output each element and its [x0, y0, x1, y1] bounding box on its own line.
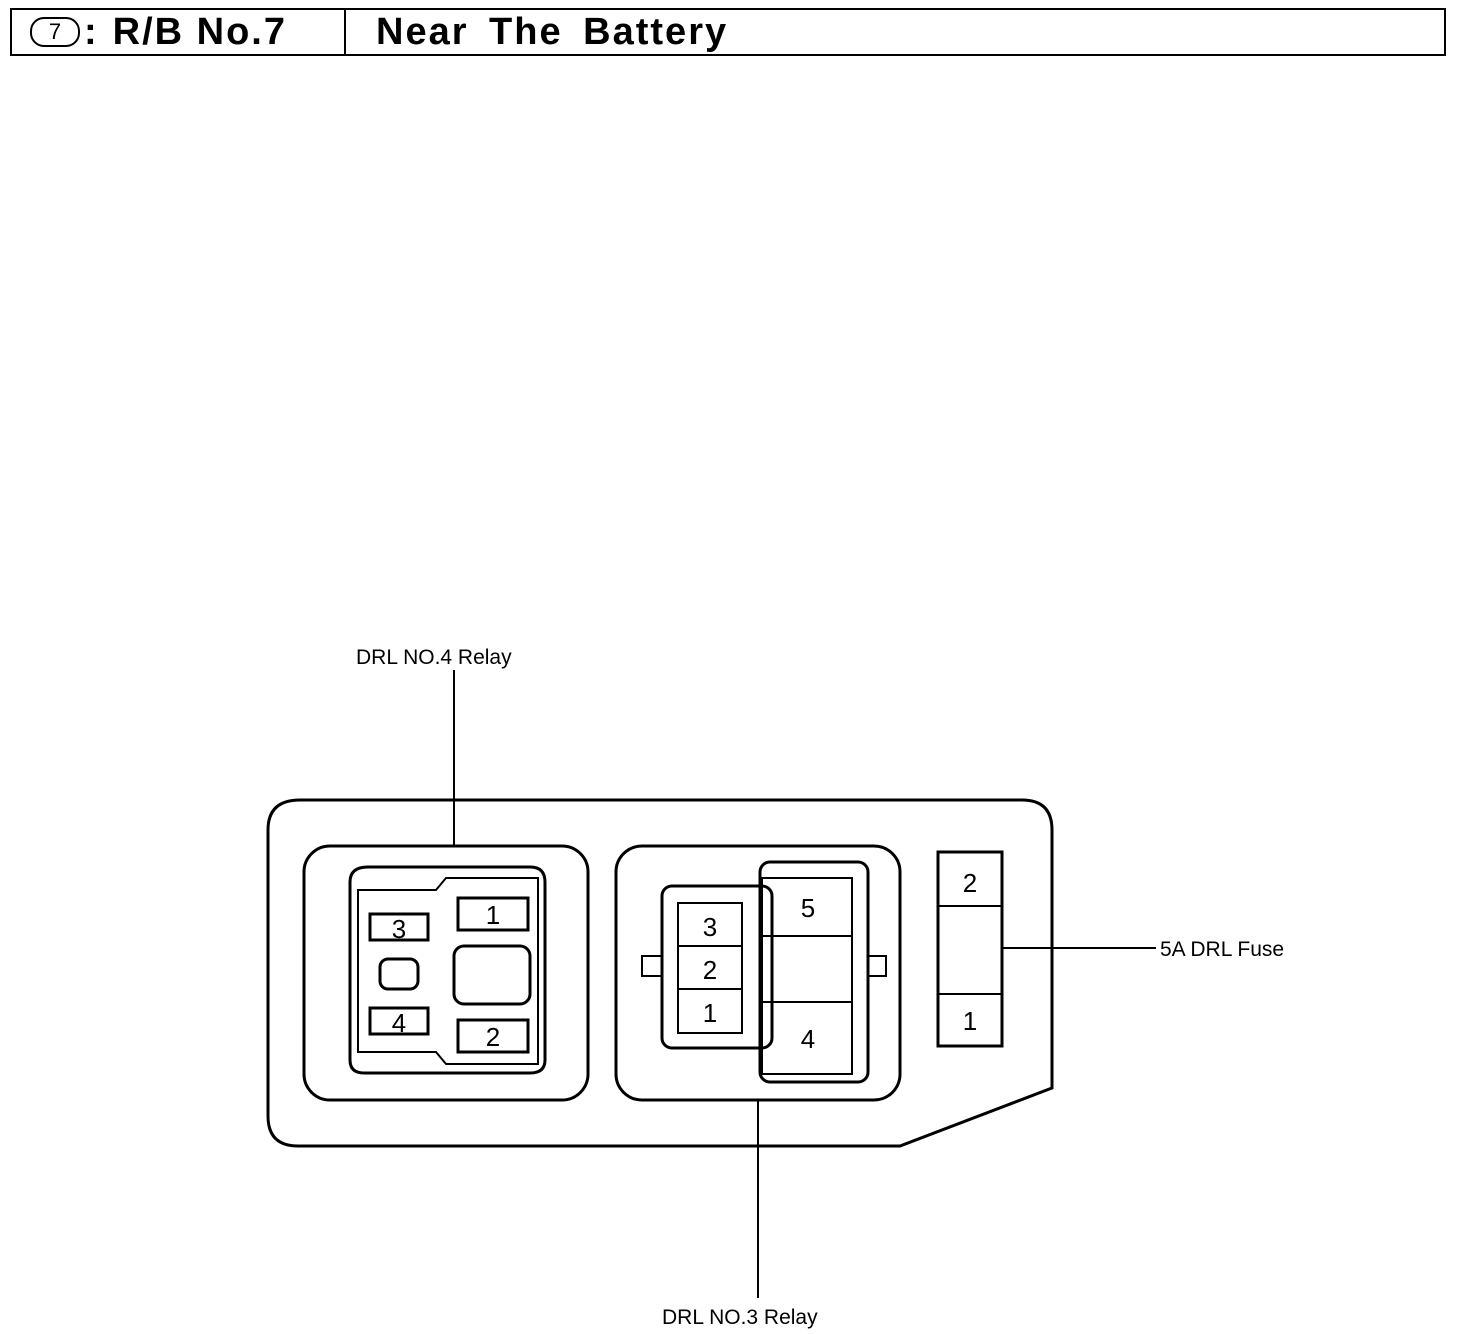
relay-box-id: 7 : R/B No.7 [12, 10, 346, 54]
relay4-terminal-1-slot [456, 896, 530, 932]
relay-block-housing [266, 798, 1054, 1148]
relay4-center-slot [452, 944, 532, 1006]
circled-number-badge: 7 [30, 17, 80, 47]
relay3-right-tab [867, 955, 887, 977]
header-separator: : [84, 10, 99, 53]
relay3-terminal-3-label: 3 [703, 912, 717, 942]
relay3-terminal-5-label: 5 [801, 893, 815, 923]
relay3-right-inner [761, 877, 853, 1075]
page-header: 7 : R/B No.7 Near The Battery [10, 8, 1446, 56]
relay3-left-inner [677, 902, 743, 1034]
relay4-compartment [302, 844, 590, 1102]
relay3-compartment [614, 844, 902, 1102]
relay4-socket-inner [357, 877, 539, 1065]
relay4-terminal-2-label: 2 [486, 1022, 500, 1052]
relay4-terminal-1-label: 1 [486, 900, 500, 930]
relay3-terminal-1-label: 1 [703, 998, 717, 1028]
relay4-terminal-3-slot [368, 912, 430, 942]
relay4-terminal-3-label: 3 [392, 914, 406, 944]
drl-no3-relay-label: DRL NO.3 Relay [662, 1306, 818, 1329]
relay3-terminal-4-label: 4 [801, 1024, 815, 1054]
fuse-terminal-2-label: 2 [963, 868, 977, 898]
relay3-terminal-2-label: 2 [703, 955, 717, 985]
relay-box-location: Near The Battery [376, 10, 729, 53]
drl-fuse-label: 5A DRL Fuse [1160, 938, 1284, 961]
relay4-terminal-4-label: 4 [392, 1008, 406, 1038]
relay4-small-slot [378, 957, 420, 991]
relay4-terminal-2-slot [456, 1018, 530, 1054]
relay3-left-tab [641, 955, 663, 977]
fuse-terminal-1-label: 1 [963, 1006, 977, 1036]
drl-no4-relay-label: DRL NO.4 Relay [356, 646, 512, 669]
relay4-socket-outline [348, 865, 547, 1075]
relay4-terminal-4-slot [368, 1006, 430, 1036]
relay-box-name: R/B No.7 [112, 10, 288, 53]
